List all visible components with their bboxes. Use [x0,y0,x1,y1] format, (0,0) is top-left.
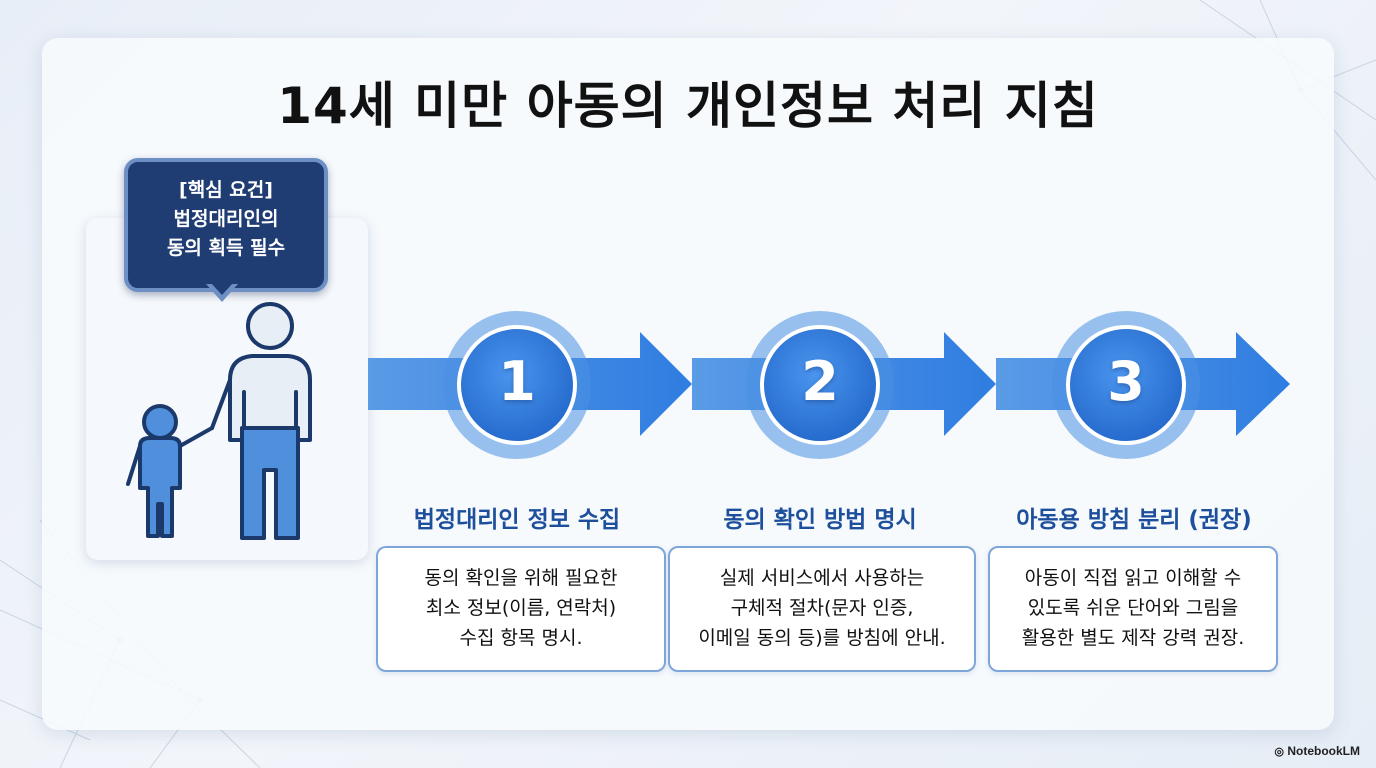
step-title-3: 아동용 방침 분리 (권장) [1016,507,1252,533]
step-description-1: 동의 확인을 위해 필요한 최소 정보(이름, 연락처) 수집 항목 명시. [376,546,666,672]
notebooklm-logo-icon: ◎ [1274,746,1284,758]
brand-label: ◎ NotebookLM [1274,744,1360,758]
step-description-3: 아동이 직접 읽고 이해할 수 있도록 쉬운 단어와 그림을 활용한 별도 제작… [988,546,1278,672]
step-title-1: 법정대리인 정보 수집 [413,507,621,533]
step-circle-2 [746,311,894,459]
step-number-1: 1 [498,350,536,413]
page-title: 14세 미만 아동의 개인정보 처리 지침 [277,77,1099,135]
parent-and-child-icon [126,302,312,540]
step-number-3: 3 [1107,350,1145,413]
step-circle-3 [1052,311,1200,459]
step-circle-1 [443,311,591,459]
step-description-2: 실제 서비스에서 사용하는 구체적 절차(문자 인증, 이메일 동의 등)를 방… [668,546,976,672]
step-title-2: 동의 확인 방법 명시 [723,507,917,533]
brand-text: NotebookLM [1287,744,1360,758]
key-requirement-callout: [핵심 요건] 법정대리인의 동의 획득 필수 [124,158,328,292]
step-number-2: 2 [801,350,839,413]
